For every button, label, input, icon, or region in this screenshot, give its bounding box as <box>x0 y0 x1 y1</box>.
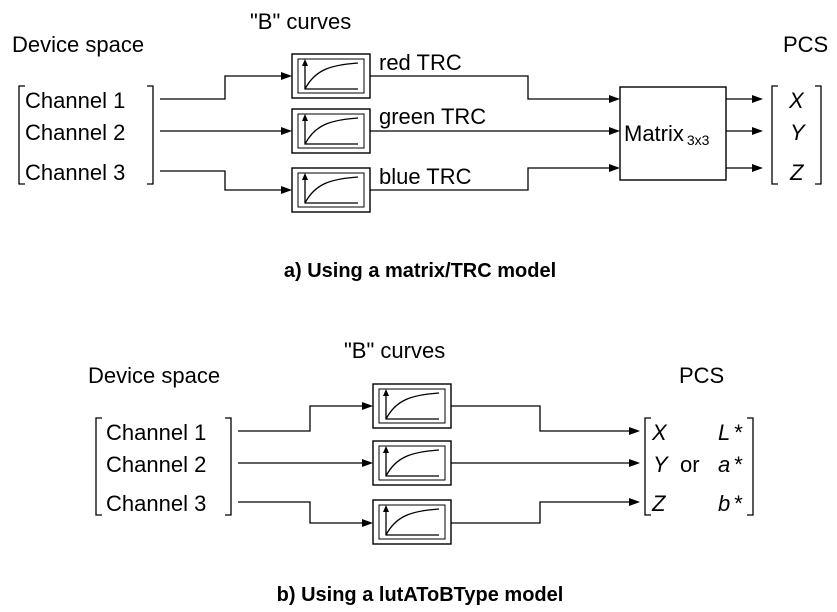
wire-in-1-a <box>160 75 285 100</box>
input-bracket-left-b <box>95 417 102 516</box>
output-a-star: a* <box>718 452 743 477</box>
wire-out-3-b <box>451 501 632 524</box>
channel-1-label-a: Channel 1 <box>25 88 125 113</box>
output-l-star: L* <box>718 420 743 445</box>
caption-a: a) Using a matrix/TRC model <box>284 260 556 282</box>
arrowhead <box>609 164 620 172</box>
matrix-box <box>619 86 727 181</box>
arrowhead <box>752 95 763 103</box>
input-bracket-right-a <box>147 85 154 185</box>
curve-box-2-a <box>291 108 371 154</box>
curve-icon <box>385 391 440 420</box>
channel-1-label-b: Channel 1 <box>106 420 206 445</box>
channel-3-label-b: Channel 3 <box>106 491 206 516</box>
red-trc-label: red TRC <box>379 50 462 75</box>
diagram-a: Device space "B" curves PCS Channel 1 Ch… <box>12 9 828 282</box>
arrowhead <box>281 186 292 194</box>
arrowhead <box>629 498 640 506</box>
arrowhead <box>629 459 640 467</box>
curve-icon <box>304 61 359 90</box>
green-trc-label: green TRC <box>379 104 486 129</box>
diagram-b: Device space "B" curves PCS Channel 1 Ch… <box>88 338 754 606</box>
wire-in-3-a <box>160 170 285 191</box>
output-bracket-right-a <box>815 85 822 185</box>
arrowhead <box>609 95 620 103</box>
curve-box-3-b <box>372 499 452 545</box>
input-bracket-left-a <box>18 85 25 185</box>
output-bracket-left-b <box>644 417 651 516</box>
curve-box-1-b <box>372 383 452 429</box>
output-x-a: X <box>788 88 805 113</box>
output-x-b: X <box>651 420 668 445</box>
arrowhead <box>362 459 373 467</box>
device-space-label-b: Device space <box>88 363 220 388</box>
arrowhead <box>281 72 292 80</box>
output-bracket-left-a <box>771 85 778 185</box>
channel-3-label-a: Channel 3 <box>25 160 125 185</box>
arrowhead <box>362 519 373 527</box>
output-z-a: Z <box>789 160 805 185</box>
curve-icon <box>304 175 359 204</box>
wire-in-3-b <box>238 501 366 524</box>
arrowhead <box>281 127 292 135</box>
curve-box-1-a <box>291 53 371 99</box>
curve-box-2-b <box>372 440 452 486</box>
pcs-label-a: PCS <box>783 32 828 57</box>
input-bracket-right-b <box>225 417 232 516</box>
blue-trc-label: blue TRC <box>379 164 472 189</box>
curve-icon <box>385 448 440 477</box>
output-y-a: Y <box>790 120 806 145</box>
channel-2-label-a: Channel 2 <box>25 120 125 145</box>
b-curves-title-b: "B" curves <box>344 338 445 363</box>
arrowhead <box>752 164 763 172</box>
output-bracket-right-b <box>747 417 754 516</box>
wire-in-1-b <box>238 405 366 432</box>
curve-icon <box>304 116 359 145</box>
curve-icon <box>385 507 440 536</box>
output-b-star: b* <box>718 491 743 516</box>
b-curves-title-a: "B" curves <box>250 9 351 34</box>
curve-box-3-a <box>291 167 371 213</box>
arrowhead <box>609 127 620 135</box>
wire-mid-3-a <box>370 167 612 191</box>
arrowhead <box>629 427 640 435</box>
output-y-b: Y <box>653 452 669 477</box>
wire-mid-1-a <box>370 75 612 100</box>
caption-b: b) Using a lutAToBType model <box>277 584 564 606</box>
wire-out-1-b <box>451 405 632 432</box>
output-z-b: Z <box>651 491 667 516</box>
arrowhead <box>362 402 373 410</box>
or-label-b: or <box>680 452 700 477</box>
pcs-label-b: PCS <box>679 363 724 388</box>
arrowhead <box>752 127 763 135</box>
device-space-label-a: Device space <box>12 32 144 57</box>
channel-2-label-b: Channel 2 <box>106 452 206 477</box>
